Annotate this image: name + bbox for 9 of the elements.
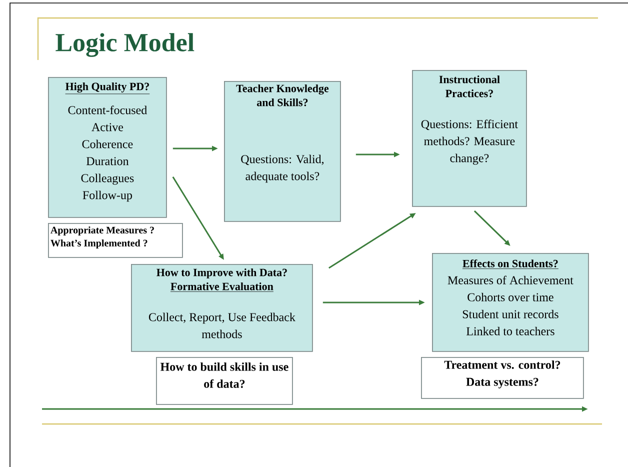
note-box: Treatment vs. control? Data systems?	[421, 357, 584, 399]
note-box: Appropriate Measures ? What’s Implemented ?	[48, 223, 183, 258]
process-box: How to Improve with Data? Formative Evaluation Collect, Report, Use Feedback methods	[131, 264, 313, 352]
process-box: Teacher Knowledge and Skills? Questions: Valid, adequate tools?	[224, 81, 341, 222]
process-box: Effects on Students? Measures of Achievement Cohorts over time Student unit records Linked to teachers	[432, 253, 589, 352]
process-box: Instructional Practices? Questions: Efficient methods? Measure change?	[412, 70, 527, 207]
note-box: How to build skills in use of data?	[156, 357, 293, 405]
process-box: High Quality PD? Content-focused Active Coherence Duration Colleagues Follow-up	[48, 77, 167, 218]
title: Logic Model	[56, 33, 194, 57]
